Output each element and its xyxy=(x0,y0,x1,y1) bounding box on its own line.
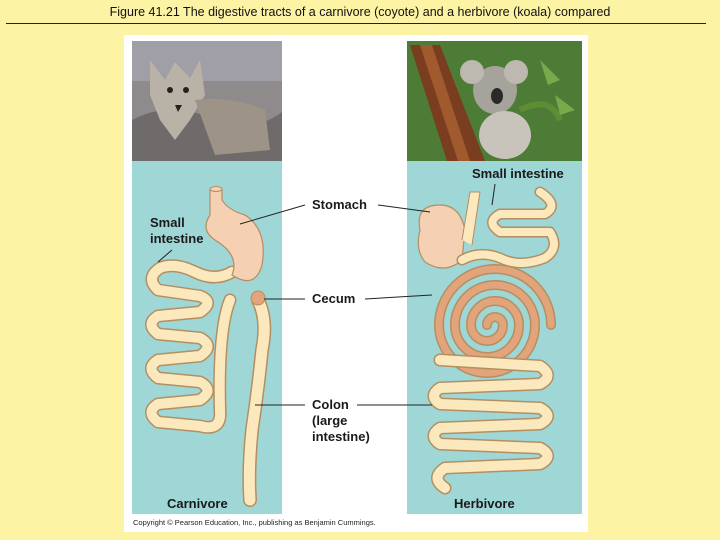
label-colon: Colon (large intestine) xyxy=(312,397,370,445)
label-carnivore: Carnivore xyxy=(167,496,228,511)
koala-photo xyxy=(407,41,582,161)
label-small-intestine-right: Small intestine xyxy=(472,166,564,182)
coyote-photo xyxy=(132,41,282,161)
label-small-intestine-left: Small intestine xyxy=(150,215,203,247)
label-herbivore: Herbivore xyxy=(454,496,515,511)
label-cecum: Cecum xyxy=(312,291,355,307)
label-stomach: Stomach xyxy=(312,197,367,213)
copyright: Copyright © Pearson Education, Inc., pub… xyxy=(133,518,376,527)
